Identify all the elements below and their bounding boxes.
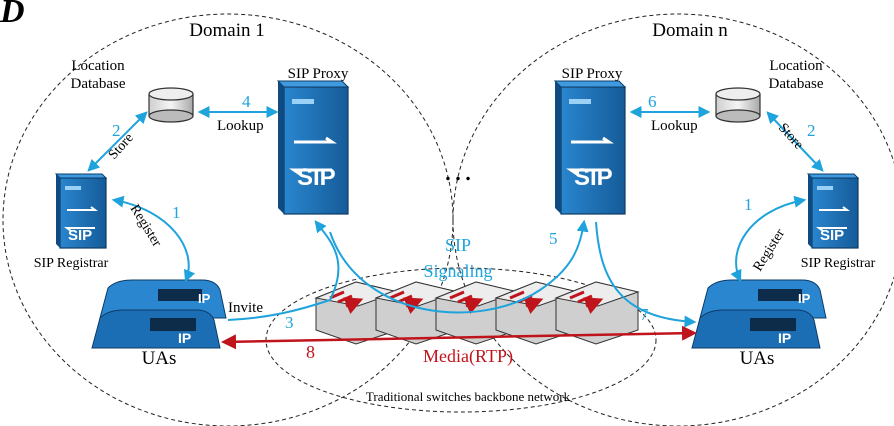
media-label: Media(RTP) [423,346,513,367]
right-location-database-icon [715,87,761,123]
domain-n-boundary [452,13,894,426]
left-registrar-sip-logo: SIP [68,227,92,244]
deliver-arrow [595,221,697,328]
right-lookup-label: Lookup [651,118,698,134]
left-location-label-2: Database [71,76,126,92]
backbone-label: Traditional switches backbone network [366,389,571,404]
right-sip-registrar-server-icon: SIP [806,173,860,249]
left-phone-ip-logo-2: IP [178,330,191,346]
right-register-label: Register [751,226,789,274]
left-sip-registrar-server-icon: SIP [54,173,108,249]
right-location-label-1: Location [769,58,823,74]
left-store-arrow [87,111,148,172]
right-register-number: 1 [744,195,753,214]
right-registrar-sip-logo: SIP [820,227,844,244]
left-ua-phones-icon: IP IP [91,279,227,349]
right-proxy-label: SIP Proxy [562,66,623,82]
invite-number: 3 [285,313,294,332]
right-phone-ip-logo-2: IP [778,330,791,346]
corner-letter: D [0,0,25,30]
signaling-label: Signaling [423,261,492,281]
right-location-label-2: Database [769,76,824,92]
deliver-number: 7 [640,305,649,324]
forward-number: 5 [549,229,558,248]
left-store-label: Store [106,131,137,163]
left-proxy-sip-logo: SIP [297,164,336,191]
media-number: 8 [306,342,315,362]
right-store-arrow [766,111,824,172]
left-sip-proxy-server-icon: SIP [276,80,350,215]
right-sip-proxy-server-icon: SIP [553,80,627,215]
left-register-number: 1 [172,203,181,222]
domain-1-boundary [2,13,454,426]
right-register-arrow [730,195,807,283]
ellipsis: … [443,154,473,187]
left-proxy-label: SIP Proxy [288,66,349,82]
right-ua-phones-icon: IP IP [691,279,827,349]
right-registrar-label: SIP Registrar [801,256,876,271]
right-proxy-sip-logo: SIP [574,164,613,191]
left-registrar-label: SIP Registrar [34,256,109,271]
left-uas-label: UAs [142,348,177,369]
forward-arrow [329,219,589,314]
left-location-label-1: Location [71,58,125,74]
right-store-number: 2 [807,121,816,140]
left-lookup-number: 4 [242,92,251,111]
left-lookup-label: Lookup [217,118,264,134]
invite-label: Invite [228,300,263,316]
domain-n-title: Domain n [652,20,728,41]
invite-arrow [227,220,340,321]
left-phone-ip-logo-1: IP [198,291,211,306]
right-lookup-number: 6 [648,92,657,111]
right-uas-label: UAs [740,348,775,369]
left-register-arrow [111,195,196,283]
sip-label: SIP [445,235,471,255]
domain-1-title: Domain 1 [189,20,264,41]
left-store-number: 2 [112,121,121,140]
media-arrow [221,325,697,350]
left-location-database-icon [148,87,194,123]
right-phone-ip-logo-1: IP [798,291,811,306]
